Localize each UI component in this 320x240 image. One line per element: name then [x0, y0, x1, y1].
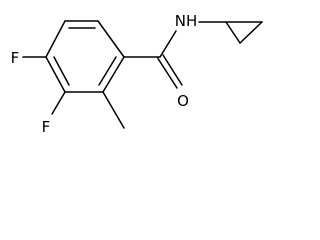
ring-bond-top-left [45, 20, 66, 58]
ring-bond-top-right [97, 20, 125, 58]
ring-bond-bottom-left [45, 56, 66, 93]
bond-carbonyl-to-nitrogen [159, 30, 177, 58]
carbonyl-double-bond-b [162, 54, 183, 86]
cyclopropyl-ring [225, 21, 263, 44]
ring-double-bond-right [98, 56, 117, 86]
cyclopropyl-bond-left [225, 21, 241, 44]
bond-ring-to-methyl [102, 91, 125, 129]
bond-ring-to-lower-fluorine [51, 91, 66, 115]
fluorine-upper-label: F [11, 49, 20, 67]
fluorine-lower-label: F [42, 118, 51, 136]
ring-bond-bottom-right [102, 56, 125, 93]
ring-double-bond-left [53, 56, 70, 86]
benzene-ring [45, 20, 125, 93]
carbonyl-double-bond-a [156, 56, 178, 89]
oxygen-label: O [177, 92, 189, 110]
amine-nh-label: NH [175, 12, 198, 30]
molecule-structure: F F O NH [0, 0, 266, 137]
cyclopropyl-bond-right [239, 21, 263, 44]
substituent-bonds [22, 21, 227, 129]
canvas-background [0, 0, 266, 137]
